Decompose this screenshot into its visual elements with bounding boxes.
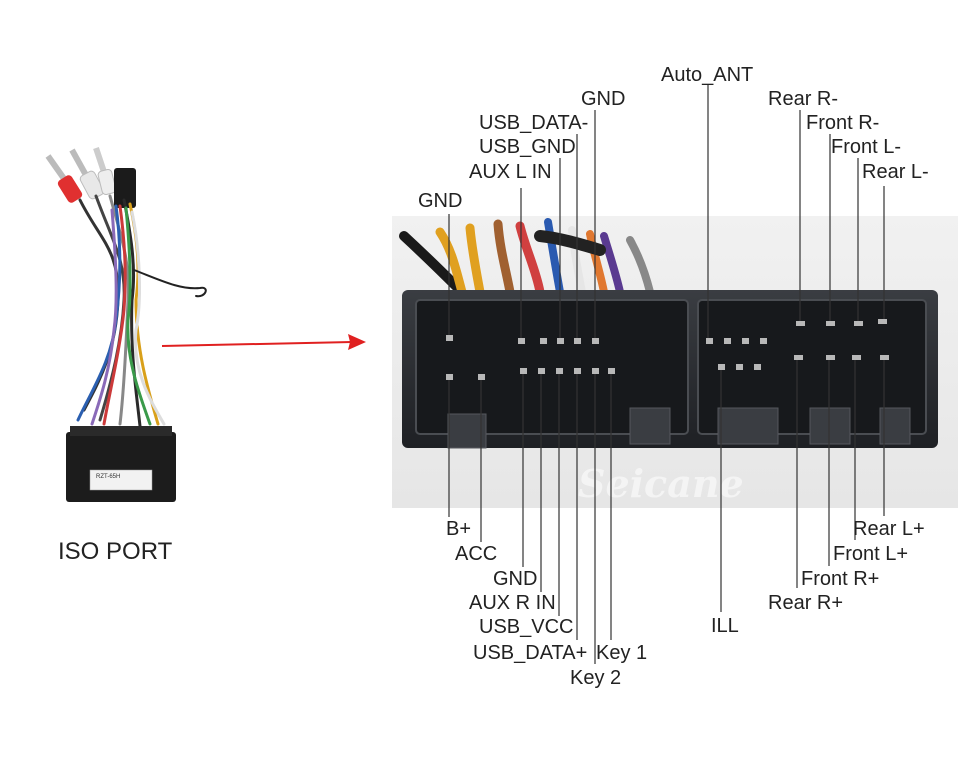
label-rear-l-plus: Rear L+ [853, 518, 925, 540]
label-front-r-minus: Front R- [806, 112, 879, 134]
leader-lines [448, 85, 885, 664]
bottom-pin-labels: B+ ACC GND AUX R IN USB_VCC USB_DATA+ Ke… [446, 518, 925, 689]
connector-pins [446, 319, 889, 380]
label-acc: ACC [455, 543, 497, 565]
label-rear-l-minus: Rear L- [862, 161, 929, 183]
label-b-plus: B+ [446, 518, 471, 540]
seicane-watermark: Seicane [578, 461, 744, 506]
label-rear-r-plus: Rear R+ [768, 592, 843, 614]
label-gnd-left: GND [418, 190, 462, 212]
label-key-1: Key 1 [596, 642, 647, 664]
label-usb-vcc: USB_VCC [479, 616, 573, 638]
label-front-l-plus: Front L+ [833, 543, 908, 565]
label-aux-r-in: AUX R IN [469, 592, 556, 614]
label-rear-r-minus: Rear R- [768, 88, 838, 110]
harness-connector-block: RZT-65H [66, 426, 176, 502]
connector-photo: Seicane [392, 216, 958, 508]
label-front-l-minus: Front L- [831, 136, 901, 158]
label-front-r-plus: Front R+ [801, 568, 879, 590]
label-gnd-bottom: GND [493, 568, 537, 590]
label-key-2: Key 2 [570, 667, 621, 689]
label-usb-data-plus: USB_DATA+ [473, 642, 587, 664]
label-auto-ant: Auto_ANT [661, 64, 753, 86]
label-gnd-top: GND [581, 88, 625, 110]
pointer-arrow [161, 334, 366, 350]
harness-tag-text: RZT-65H [96, 474, 120, 480]
label-usb-data-minus: USB_DATA- [479, 112, 588, 134]
harness-illustration: RZT-65H ISO PORT [45, 147, 207, 565]
rca-plugs [45, 147, 136, 208]
label-usb-gnd: USB_GND [479, 136, 576, 158]
top-pin-labels: GND AUX L IN USB_GND USB_DATA- GND Auto_… [418, 64, 929, 212]
label-ill: ILL [711, 615, 739, 637]
iso-port-caption: ISO PORT [58, 538, 173, 565]
label-aux-l-in: AUX L IN [469, 161, 552, 183]
wire-bundle [76, 194, 207, 428]
